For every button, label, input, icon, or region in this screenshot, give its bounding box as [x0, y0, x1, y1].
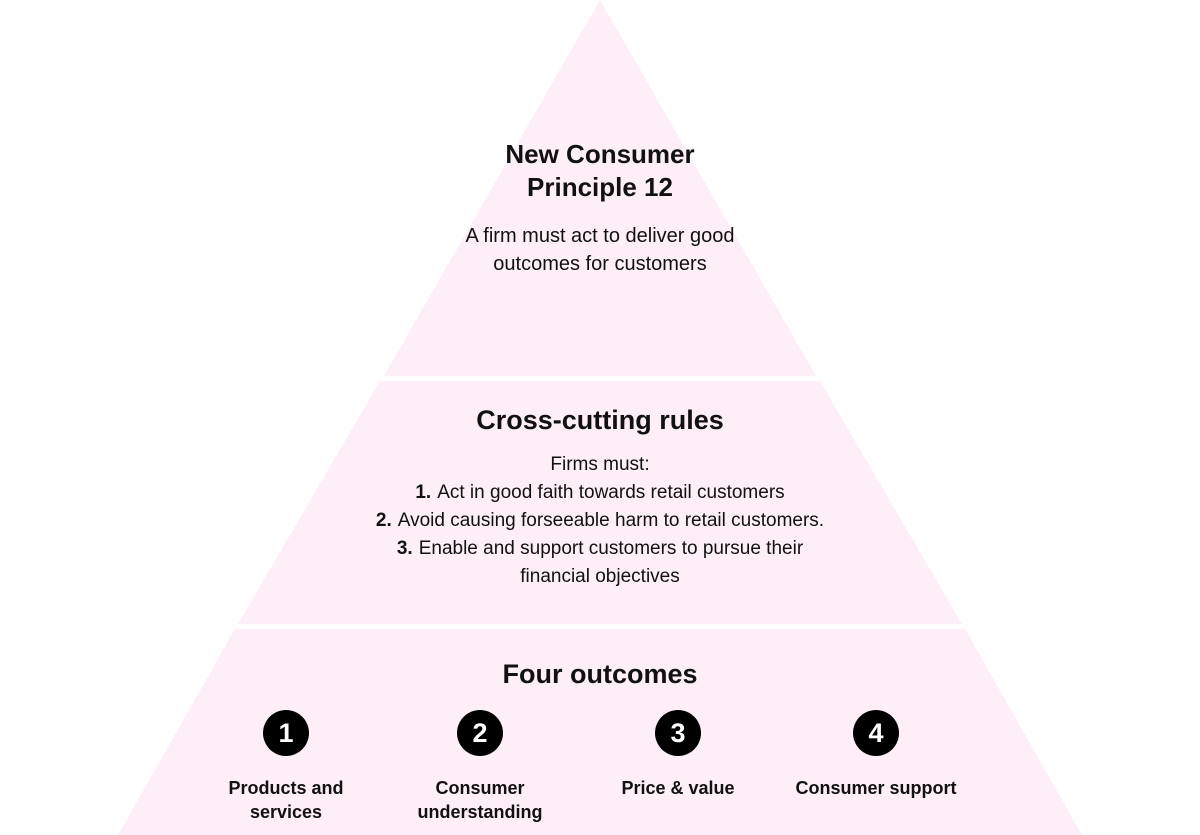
rule-item: 2.Avoid causing forseeable harm to retai…	[300, 507, 900, 535]
outcome-number-badge: 2	[457, 710, 503, 756]
outcome-number-badge: 1	[263, 710, 309, 756]
outcome-consumer-understanding: 2 Consumer understanding	[390, 710, 570, 824]
outcome-number-badge: 3	[655, 710, 701, 756]
pyramid-top-tier	[384, 0, 816, 376]
outcome-price-and-value: 3 Price & value	[588, 710, 768, 800]
rule-text: Avoid causing forseeable harm to retail …	[397, 510, 825, 531]
four-outcomes-title: Four outcomes	[502, 659, 698, 689]
rule-number: 1.	[415, 482, 432, 503]
rule-number: 3.	[396, 538, 413, 559]
middle-tier-content: Cross-cutting rules Firms must: 1.Act in…	[300, 403, 900, 591]
pyramid-middle-tier	[238, 381, 962, 624]
top-tier-content: New Consumer Principle 12 A firm must ac…	[430, 138, 770, 278]
outcome-consumer-support: 4 Consumer support	[786, 710, 966, 800]
outcome-label: Products and services	[228, 778, 344, 822]
outcome-label: Consumer understanding	[417, 778, 543, 822]
outcome-number-badge: 4	[853, 710, 899, 756]
principle-description: A firm must act to deliver good outcomes…	[465, 225, 735, 275]
principle-title: New Consumer Principle 12	[505, 139, 695, 202]
rule-item: 1.Act in good faith towards retail custo…	[300, 479, 900, 507]
rules-intro: Firms must:	[550, 454, 650, 475]
rule-item: 3.Enable and support customers to pursue…	[365, 535, 835, 591]
outcome-products-and-services: 1 Products and services	[196, 710, 376, 824]
rule-text: Act in good faith towards retail custome…	[437, 482, 785, 503]
rule-text: Enable and support customers to pursue t…	[418, 538, 804, 587]
rule-number: 2.	[375, 510, 392, 531]
pyramid-bottom-tier	[118, 629, 1082, 835]
outcome-label: Consumer support	[795, 778, 957, 798]
outcome-label: Price & value	[621, 778, 735, 798]
cross-cutting-title: Cross-cutting rules	[476, 405, 724, 435]
bottom-tier-content: Four outcomes	[200, 657, 1000, 691]
